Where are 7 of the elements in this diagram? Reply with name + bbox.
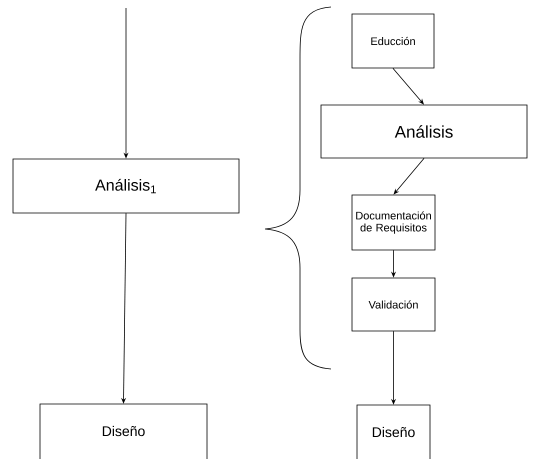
process-box: Documentación de Requisitos bbox=[352, 194, 436, 250]
process-box: Diseño bbox=[40, 404, 208, 459]
process-box: Análisis$_{1}$ bbox=[12, 158, 240, 214]
process-box: Educción bbox=[352, 14, 434, 68]
process-box: Validación bbox=[352, 278, 436, 332]
process-box: Análisis bbox=[320, 104, 528, 158]
process-box: Diseño bbox=[356, 404, 430, 459]
